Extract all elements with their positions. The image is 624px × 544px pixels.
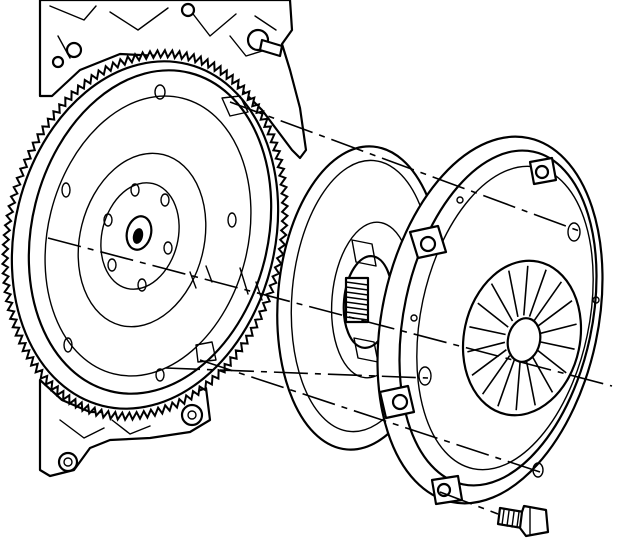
damper-spring-coil	[345, 291, 369, 296]
bolt-icon	[496, 504, 550, 538]
damper-spring-coil	[345, 306, 369, 311]
diaphragm-finger	[497, 359, 516, 407]
diaphragm-finger	[469, 326, 506, 336]
diaphragm-finger	[481, 355, 511, 395]
diaphragm-finger	[490, 283, 514, 322]
damper-spring-coil	[345, 281, 369, 286]
diaphragm-finger	[525, 358, 536, 406]
diaphragm-finger	[535, 348, 567, 374]
diaphragm-finger	[471, 349, 507, 376]
diaphragm-finger	[530, 354, 554, 393]
damper-spring-coil	[345, 296, 369, 301]
damper-spring-coil	[345, 301, 369, 306]
diaphragm-finger	[528, 269, 547, 317]
diaphragm-finger	[538, 340, 575, 350]
damper-spring-coil	[345, 286, 369, 291]
alignment-center-lines	[47, 101, 613, 515]
diaphragm-finger	[537, 300, 573, 327]
flywheel-icon	[0, 48, 290, 422]
diaphragm-finger	[515, 360, 521, 411]
damper-spring-coil	[345, 311, 369, 316]
diaphragm-finger	[523, 265, 529, 316]
diaphragm-finger	[477, 302, 509, 328]
diaphragm-finger	[508, 270, 519, 318]
diaphragm-finger	[538, 323, 577, 335]
diaphragm-finger	[533, 281, 563, 321]
